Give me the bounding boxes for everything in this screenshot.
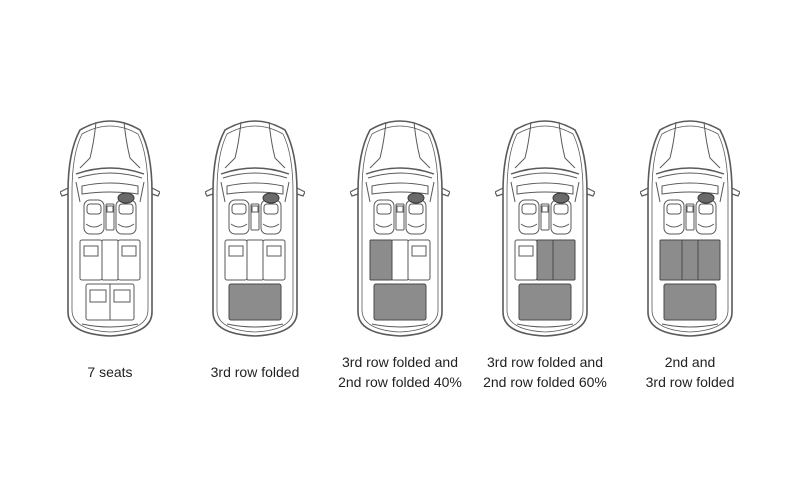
car-top-view-icon — [640, 120, 740, 337]
configuration-label-line: 3rd row folded — [210, 364, 300, 380]
seat-configuration-3rd-row-folded-2nd-row-60: 3rd row folded and 2nd row folded 60% — [475, 112, 615, 390]
configuration-label-line: 3rd row folded — [645, 374, 735, 390]
car-top-view-icon — [205, 120, 305, 337]
car-top-view-icon — [495, 120, 595, 337]
configuration-label-line: 7 seats — [87, 364, 133, 380]
configuration-label-line: 3rd row folded and — [342, 354, 458, 370]
car-top-view-icon — [350, 120, 450, 337]
configuration-label: 2nd and 3rd row folded — [620, 352, 760, 392]
configuration-label: 3rd row folded and 2nd row folded 60% — [475, 352, 615, 392]
configuration-label-line: 2nd row folded 40% — [338, 374, 462, 390]
configuration-label: 3rd row folded — [185, 362, 325, 382]
seat-configuration-7-seats: 7 seats — [40, 112, 180, 380]
configuration-label-line: 3rd row folded and — [487, 354, 603, 370]
configuration-label: 7 seats — [40, 362, 180, 382]
seat-configuration-3rd-row-folded: 3rd row folded — [185, 112, 325, 380]
seat-configuration-2nd-and-3rd-row-folded: 2nd and 3rd row folded — [620, 112, 760, 390]
configuration-label-line: 2nd and — [664, 354, 716, 370]
configuration-label-line: 2nd row folded 60% — [483, 374, 607, 390]
car-top-view-icon — [60, 120, 160, 337]
configuration-label: 3rd row folded and 2nd row folded 40% — [330, 352, 470, 392]
seat-configuration-3rd-row-folded-2nd-row-40: 3rd row folded and 2nd row folded 40% — [330, 112, 470, 390]
